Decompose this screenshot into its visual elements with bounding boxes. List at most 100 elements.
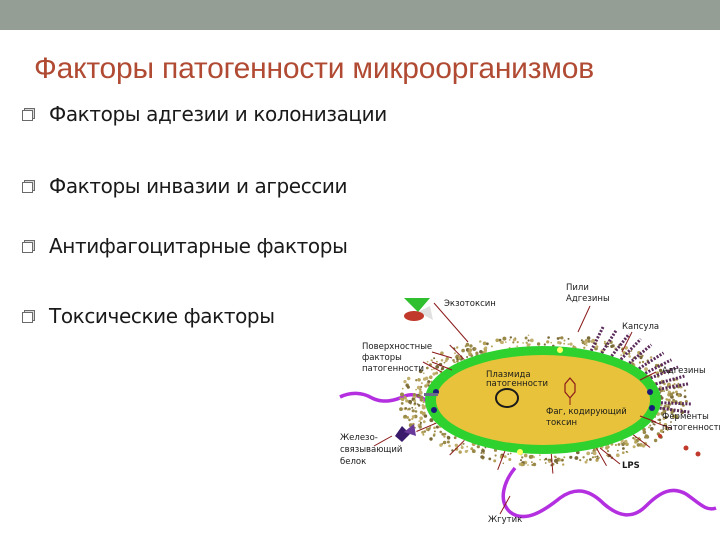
bullet-item: Факторы инвазии и агрессии — [22, 174, 348, 198]
pilus — [660, 401, 691, 406]
label-pili: Пили — [566, 283, 589, 293]
capsule-dot — [413, 399, 417, 403]
capsule-dot — [429, 418, 434, 423]
label-phage: токсин — [546, 418, 577, 428]
capsule-dot — [666, 403, 668, 406]
capsule-dot — [399, 397, 402, 400]
capsule-dot — [586, 458, 589, 462]
capsule-dot — [446, 440, 450, 444]
capsule-dot — [595, 458, 599, 462]
capsule-dot — [663, 390, 665, 392]
capsule-dot — [596, 455, 599, 458]
capsule-dot — [419, 421, 422, 424]
capsule-dot — [432, 434, 436, 437]
capsule-dot — [466, 445, 469, 448]
capsule-dot — [560, 336, 564, 340]
capsule-dot — [421, 406, 426, 410]
capsule-dot — [616, 449, 619, 452]
label-plasmid: патогенности — [486, 379, 548, 389]
capsule-dot — [638, 361, 642, 364]
label-lps: LPS — [622, 461, 640, 471]
pilus — [600, 328, 618, 355]
capsule-dot — [527, 464, 529, 466]
capsule-dot — [561, 459, 564, 462]
label-plasmid: Плазмида — [486, 370, 531, 380]
checkbox-bullet-icon — [22, 107, 35, 121]
capsule-dot — [430, 359, 433, 362]
capsule-dot — [683, 389, 687, 392]
capsule-dot — [527, 339, 530, 342]
capsule-dot — [408, 399, 413, 404]
capsule-dot — [522, 342, 524, 344]
capsule-dot — [569, 342, 573, 346]
label-iron-protein: Железо- — [340, 433, 378, 443]
capsule-dot — [531, 461, 533, 464]
label-enzymes: патогенности — [662, 423, 720, 433]
pilus — [650, 365, 679, 380]
capsule-dot — [554, 456, 557, 459]
capsule-dot — [442, 440, 447, 445]
capsule-dot — [634, 440, 638, 444]
pilus — [628, 343, 653, 365]
capsule-dot — [583, 346, 586, 349]
capsule-dot — [446, 436, 451, 440]
capsule-dot — [598, 457, 600, 459]
capsule-dot — [419, 416, 423, 421]
capsule-dot — [500, 340, 504, 345]
capsule-dot — [458, 450, 462, 454]
capsule-dot — [443, 432, 447, 436]
capsule-dot — [400, 397, 405, 402]
capsule-dot — [415, 388, 417, 391]
capsule-dot — [521, 456, 524, 459]
pilus — [619, 338, 642, 361]
capsule-dot — [512, 338, 516, 342]
capsule-dot — [662, 417, 665, 420]
capsule-dot — [536, 342, 541, 346]
capsule-dot — [484, 346, 488, 350]
capsule-dot — [679, 387, 682, 389]
capsule-dot — [400, 402, 404, 405]
capsule-dot — [502, 462, 505, 465]
capsule-dot — [429, 375, 433, 380]
capsule-dot — [563, 342, 566, 345]
capsule-dot — [406, 385, 410, 389]
capsule-dot — [587, 339, 591, 343]
capsule-dot — [525, 341, 528, 344]
label-iron-protein: связывающий — [340, 445, 402, 455]
capsule-dot — [482, 452, 485, 455]
capsule-dot — [516, 345, 519, 348]
capsule-dot — [436, 426, 439, 429]
capsule-dot — [603, 342, 606, 345]
capsule-dot — [408, 407, 411, 411]
capsule-dot — [680, 403, 683, 406]
capsule-dot — [433, 357, 436, 360]
capsule-dot — [425, 366, 429, 370]
capsule-dot — [422, 401, 425, 404]
bullet-item: Токсические факторы — [22, 304, 275, 328]
pilus — [610, 333, 631, 358]
capsule-dot — [544, 462, 547, 464]
capsule-dot — [606, 450, 610, 453]
capsule-dot — [406, 399, 409, 403]
capsule-dot — [416, 403, 419, 405]
capsule-dot — [482, 341, 487, 346]
pilus — [651, 420, 673, 430]
capsule-dot — [418, 425, 422, 429]
capsule-dot — [422, 413, 425, 416]
capsule-dot — [422, 377, 427, 381]
pilus — [416, 422, 437, 432]
capsule-dot — [441, 432, 445, 436]
capsule-dot — [504, 341, 507, 343]
capsule-dot — [670, 411, 674, 415]
capsule-dot — [465, 342, 470, 347]
capsule-dot — [592, 451, 597, 456]
capsule-dot — [539, 454, 541, 457]
capsule-dot — [660, 411, 665, 416]
capsule-dot — [675, 390, 678, 394]
capsule-dot — [468, 348, 473, 352]
bullet-text: Токсические факторы — [49, 304, 275, 328]
capsule-dot — [471, 449, 476, 454]
capsule-dot — [423, 414, 428, 418]
capsule-dot — [606, 454, 608, 457]
capsule-dot — [563, 456, 566, 459]
